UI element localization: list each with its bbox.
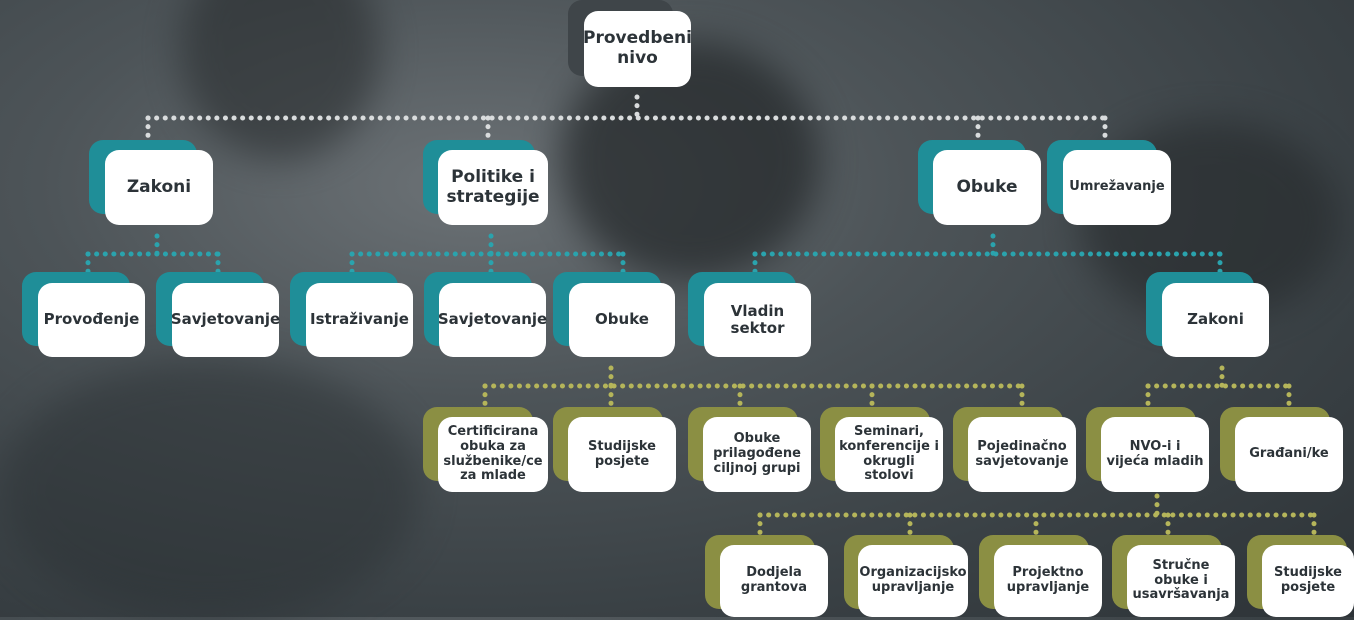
connector-root — [145, 94, 1108, 143]
background-blur — [0, 360, 420, 620]
connector-teal — [85, 233, 1223, 275]
connector-olive — [482, 365, 1317, 536]
